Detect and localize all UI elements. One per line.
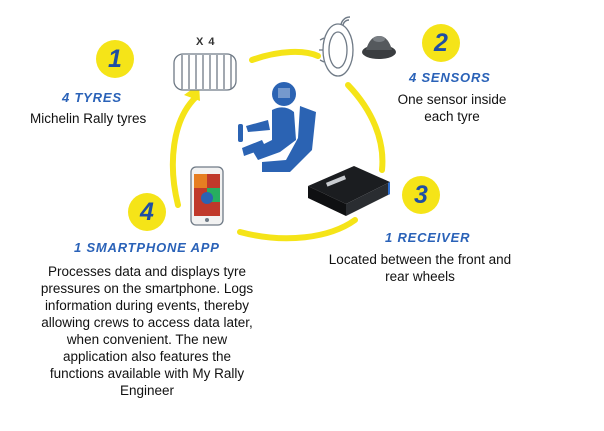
step-4-desc-line: allowing crews to access data later, [41, 315, 253, 330]
step-3-desc-line: Located between the front and [328, 252, 512, 267]
receiver-box-icon [308, 166, 390, 216]
step-4-desc-line: Engineer [119, 383, 175, 398]
step-3-desc-line: rear wheels [385, 269, 455, 284]
step-4-desc-line: when convenient. The new [66, 332, 228, 347]
step-3-desc: Located between the front and rear wheel… [315, 251, 525, 285]
step-2-desc: One sensor inside each tyre [384, 91, 520, 125]
step-2-desc-line: each tyre [424, 109, 480, 124]
step-4-desc-line: functions available with My Rally [49, 366, 245, 381]
smartphone-icon [190, 166, 224, 226]
tyres-stack-icon [173, 53, 237, 91]
step-4-title: 1 SMARTPHONE APP [74, 240, 220, 255]
step-4-number: 4 [128, 193, 166, 231]
step-1-title: 4 TYRES [62, 90, 122, 105]
step-3-number: 3 [402, 176, 440, 214]
step-1-desc: Michelin Rally tyres [30, 111, 147, 126]
step-2-desc-line: One sensor inside [397, 92, 507, 107]
tyre-count-label: X 4 [196, 36, 216, 48]
step-3-title: 1 RECEIVER [385, 230, 471, 245]
step-4-desc-line: Processes data and displays tyre [47, 264, 247, 279]
step-4-desc-line: application also features the [62, 349, 232, 364]
tyre-side-icon [319, 23, 354, 77]
step-4-desc-line: information during events, thereby [44, 298, 250, 313]
sensor-icon [362, 36, 396, 59]
step-4-desc: Processes data and displays tyre pressur… [22, 263, 272, 399]
step-2-title: 4 SENSORS [409, 70, 491, 85]
step-2-number: 2 [422, 24, 460, 62]
driver-seat-icon [238, 82, 316, 172]
step-4-desc-line: pressures on the smartphone. Logs [40, 281, 254, 296]
step-1-number: 1 [96, 40, 134, 78]
